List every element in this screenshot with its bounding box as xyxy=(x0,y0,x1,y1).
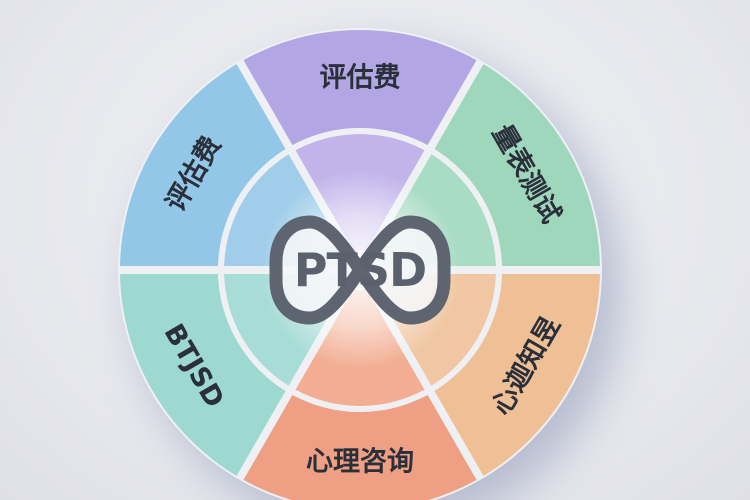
ptsd-logo: PTSD xyxy=(269,215,451,325)
segment-lower-left xyxy=(120,273,286,476)
segment-label-top: 评估费 xyxy=(320,63,401,94)
segment-upper-left xyxy=(120,64,286,267)
inner-ring-divider xyxy=(218,128,502,412)
logo-text: PTSD xyxy=(294,243,426,297)
segment-top xyxy=(243,30,477,146)
segment-bottom xyxy=(243,394,477,500)
infinity-loop-icon xyxy=(269,215,451,325)
segment-upper-right xyxy=(434,64,600,267)
segment-lower-right xyxy=(434,273,600,476)
segment-label-bottom: 心理咨询 xyxy=(306,447,414,478)
